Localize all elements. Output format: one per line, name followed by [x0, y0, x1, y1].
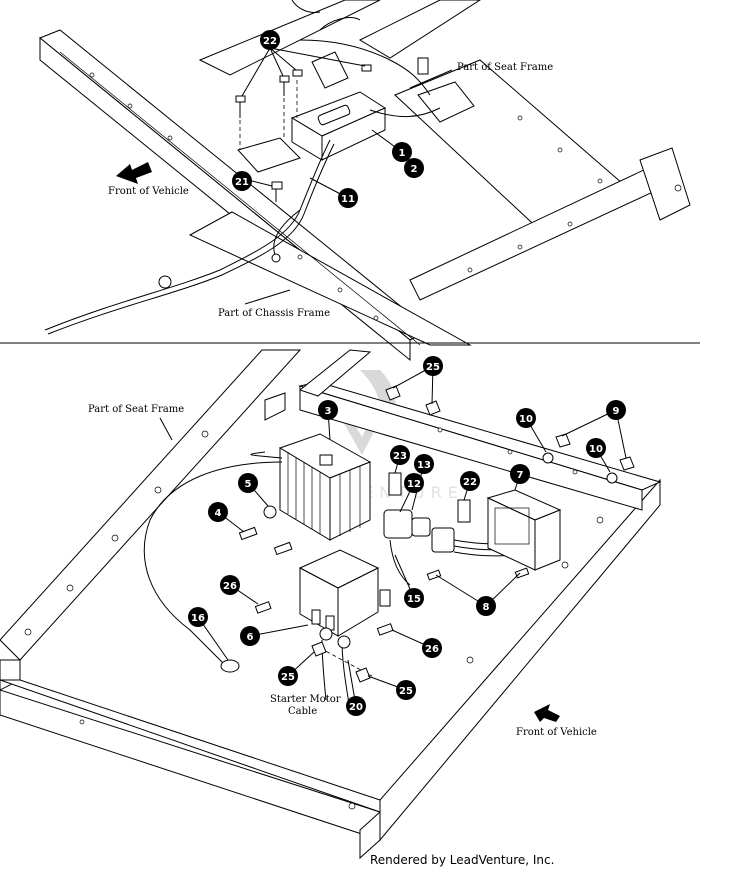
callout-26-a — [220, 575, 240, 595]
callout-11 — [338, 188, 358, 208]
top-view: Part of Seat Frame Front of Vehicle Part… — [39, 0, 691, 362]
callout-25-c — [396, 680, 416, 700]
svg-text:23: 23 — [393, 451, 407, 462]
control-module — [486, 489, 562, 571]
callout-12 — [404, 473, 424, 493]
callout-5 — [238, 473, 258, 493]
bottom-front-label: Front of Vehicle — [516, 727, 597, 738]
starter-solenoid — [298, 549, 391, 637]
svg-text:2: 2 — [411, 164, 418, 175]
top-bolts — [235, 64, 372, 202]
svg-text:22: 22 — [463, 477, 477, 488]
svg-text:5: 5 — [245, 479, 252, 490]
callout-2 — [404, 158, 424, 178]
svg-text:11: 11 — [341, 194, 355, 205]
bottom-seat-frame — [0, 349, 662, 860]
callout-10-b — [586, 438, 606, 458]
bracket-23 — [388, 472, 402, 496]
top-control-module — [237, 51, 475, 173]
svg-text:3: 3 — [325, 406, 332, 417]
callout-8 — [476, 596, 496, 616]
bottom-seat-frame-label: Part of Seat Frame — [88, 404, 184, 415]
svg-text:10: 10 — [589, 444, 603, 455]
bottom-callouts: 25 3 10 9 10 23 13 22 7 5 12 4 26 — [188, 356, 626, 716]
svg-text:13: 13 — [417, 460, 431, 471]
callout-20 — [346, 696, 366, 716]
callout-4 — [208, 502, 228, 522]
callout-25-b — [278, 666, 298, 686]
svg-text:10: 10 — [519, 414, 533, 425]
top-seat-frame-label: Part of Seat Frame — [457, 62, 553, 73]
callout-15 — [404, 588, 424, 608]
top-chassis-label: Part of Chassis Frame — [218, 308, 330, 319]
callout-16 — [188, 607, 208, 627]
svg-text:9: 9 — [613, 406, 620, 417]
svg-text:15: 15 — [407, 594, 421, 605]
svg-text:6: 6 — [247, 632, 254, 643]
callout-26-b — [422, 638, 442, 658]
callout-22-top — [260, 30, 280, 50]
starter-cable-label-1: Starter Motor — [270, 694, 341, 705]
callout-22-b — [460, 471, 480, 491]
top-callouts: 22 1 2 21 11 — [232, 30, 424, 208]
top-front-label: Front of Vehicle — [108, 186, 189, 197]
bottom-front-arrow — [534, 704, 560, 722]
starter-cable-label-2: Cable — [288, 706, 317, 717]
svg-text:25: 25 — [281, 672, 295, 683]
voltage-regulator — [278, 433, 372, 541]
bottom-fasteners — [238, 385, 635, 683]
svg-text:12: 12 — [407, 479, 421, 490]
svg-text:25: 25 — [426, 362, 440, 373]
svg-text:7: 7 — [517, 470, 524, 481]
callout-7 — [510, 464, 530, 484]
svg-text:26: 26 — [223, 581, 237, 592]
callout-23 — [390, 445, 410, 465]
svg-text:1: 1 — [399, 148, 406, 159]
bracket-22 — [457, 499, 471, 523]
svg-text:8: 8 — [483, 602, 490, 613]
top-front-arrow — [116, 162, 152, 184]
svg-text:26: 26 — [425, 644, 439, 655]
callout-21 — [232, 171, 252, 191]
footer-credit: Rendered by LeadVenture, Inc. — [370, 853, 554, 867]
top-wire-harness — [44, 0, 441, 335]
callout-10-a — [516, 408, 536, 428]
callout-9 — [606, 400, 626, 420]
callout-25-a — [423, 356, 443, 376]
svg-text:25: 25 — [399, 686, 413, 697]
svg-text:16: 16 — [191, 613, 205, 624]
callout-1 — [392, 142, 412, 162]
svg-text:22: 22 — [263, 36, 277, 47]
svg-text:21: 21 — [235, 177, 249, 188]
bottom-view: LEADVENTURE — [0, 349, 662, 860]
callout-6 — [240, 626, 260, 646]
svg-text:20: 20 — [349, 702, 363, 713]
svg-text:4: 4 — [215, 508, 222, 519]
callout-3 — [318, 400, 338, 420]
callout-13 — [414, 454, 434, 474]
